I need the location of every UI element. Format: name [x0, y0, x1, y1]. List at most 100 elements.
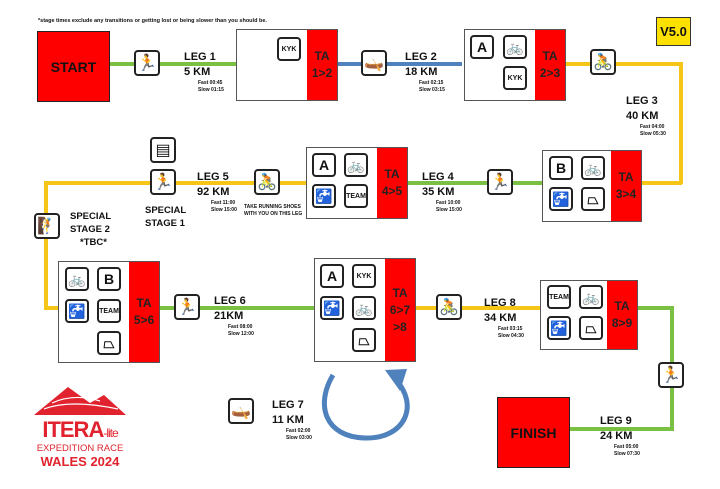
ta-code: 3>4 [615, 187, 637, 201]
leg-slow: Slow 15:00 [436, 207, 462, 213]
run-icon: 🏃 [150, 169, 176, 195]
leg-fast: Fast 04:00 [640, 124, 665, 130]
ta-title: TA [618, 170, 634, 184]
bike-box-icon: 🚲 [352, 296, 376, 320]
ta-title: TA [384, 167, 400, 181]
leg-slow: Slow 03:00 [286, 435, 312, 441]
ta-code: 1>2 [311, 66, 333, 80]
special-label: STAGE 1 [145, 218, 185, 229]
leg-title: LEG 7 [272, 399, 304, 411]
leg-title: LEG 5 [197, 171, 229, 183]
box-a-icon: A [470, 35, 494, 59]
ta-title: TA [614, 299, 630, 313]
box-b-icon: B [97, 267, 121, 291]
team-box-icon: TEAM [97, 299, 121, 323]
leg-distance: 11 KM [272, 414, 304, 426]
stage-times-note: *stage times exclude any transitions or … [38, 18, 267, 24]
itera-logo: ITERA-lite EXPEDITION RACE WALES 2024 [30, 385, 130, 469]
route-leg3-top [566, 62, 682, 66]
route-leg2 [336, 62, 462, 66]
special-label: SPECIAL [145, 205, 187, 216]
leg-title: LEG 2 [405, 51, 437, 63]
leg-fast: Fast 03:15 [498, 326, 523, 332]
leg-fast: Fast 08:00 [228, 324, 253, 330]
bike-box-icon: 🚲 [65, 267, 89, 291]
run-icon: 🏃 [658, 362, 684, 388]
logo-name: ITERA [42, 417, 104, 442]
route-leg6 [160, 306, 314, 310]
leg-distance: 21KM [214, 310, 244, 322]
leg-slow: Slow 05:30 [640, 131, 666, 137]
special-label: STAGE 2 [70, 224, 110, 235]
route-leg5-in [44, 306, 60, 310]
climbing-icon: 🧗 [34, 213, 60, 239]
leg-title: LEG 4 [422, 171, 454, 183]
leg-distance: 35 KM [422, 186, 455, 198]
logo-line1: EXPEDITION RACE [36, 443, 124, 454]
ta-title: TA [392, 285, 408, 300]
ta-title: TA [542, 49, 558, 63]
kayak-box-icon: KYK [277, 37, 301, 61]
leg-title: LEG 3 [626, 95, 658, 107]
special-label: SPECIAL [70, 211, 112, 222]
leg-fast: Fast 00:45 [198, 80, 223, 86]
leg-slow: Slow 12:00 [228, 331, 254, 337]
leg-slow: Slow 07:30 [614, 451, 640, 457]
box-a-icon: A [312, 153, 336, 177]
leg-title: LEG 1 [184, 51, 216, 63]
shelter-icon: ⏢ [352, 328, 376, 352]
route-leg9-in [568, 427, 674, 431]
ta-code: 6>7 [389, 302, 411, 317]
bike-box-icon: 🚲 [503, 35, 527, 59]
leg-2-info: LEG 2 18 KM Fast 02:15 Slow 03:15 [405, 50, 445, 94]
leg-fast: Fast 02:15 [419, 80, 444, 86]
water-tap-icon: 🚰 [549, 187, 573, 211]
route-leg9-out [636, 306, 672, 310]
bike-icon: 🚴 [436, 294, 462, 320]
shelter-icon: ⏢ [97, 331, 121, 355]
leg-slow: Slow 01:15 [198, 87, 224, 93]
logo-line2: WALES 2024 [40, 454, 120, 469]
water-tap-icon: 🚰 [320, 296, 344, 320]
kayak-box-icon: KYK [352, 264, 376, 288]
ta-code: 4>5 [381, 184, 403, 198]
bike-icon: 🚴 [254, 169, 280, 195]
special-stage-1: SPECIAL STAGE 1 [145, 204, 186, 230]
leg-distance: 34 KM [484, 312, 517, 324]
leg-title: LEG 6 [214, 295, 246, 307]
leg-distance: 18 KM [405, 66, 438, 78]
team-box-icon: TEAM [547, 285, 571, 309]
route-leg4 [402, 181, 542, 185]
ta-label: TA 8>9 [607, 281, 637, 349]
ta-code: 2>3 [539, 66, 561, 80]
bike-icon: 🚴 [590, 49, 616, 75]
ta-title: TA [314, 49, 330, 63]
leg-fast: Fast 10:00 [436, 200, 461, 206]
water-tap-icon: 🚰 [65, 299, 89, 323]
ta-code: 8>9 [611, 316, 633, 330]
ta-label: TA 4>5 [377, 148, 407, 218]
run-icon: 🏃 [174, 294, 200, 320]
special-stage-2: SPECIAL STAGE 2 *TBC* [70, 210, 111, 249]
kayak-icon: 🛶 [361, 50, 387, 76]
leg-slow: Slow 04:30 [498, 333, 524, 339]
run-icon: 🏃 [487, 169, 513, 195]
leg-6-info: LEG 6 21KM Fast 08:00 Slow 12:00 [214, 294, 254, 338]
leg-fast: Fast 05:00 [614, 444, 639, 450]
special-label: *TBC* [80, 237, 107, 248]
leg-title: LEG 8 [484, 297, 516, 309]
ta-label: TA 1>2 [307, 30, 337, 100]
leg-distance: 5 KM [184, 66, 211, 78]
leg-slow: Slow 03:15 [419, 87, 445, 93]
leg-distance: 40 KM [626, 110, 659, 122]
leg-7-info: LEG 7 11 KM Fast 02:00 Slow 03:00 [272, 398, 312, 442]
loop-arrow-icon [322, 369, 410, 441]
box-a-icon: A [320, 264, 344, 288]
